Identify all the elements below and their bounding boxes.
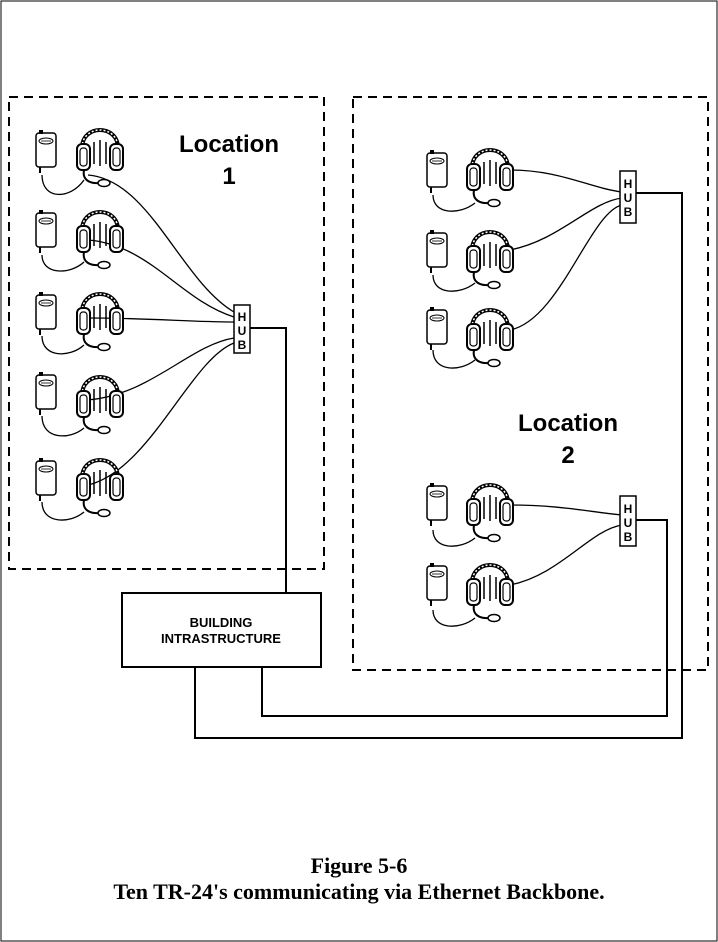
beltpack-icon (426, 562, 448, 607)
hub-letter-h: H (624, 502, 633, 516)
hub-letter-b: B (238, 338, 247, 352)
location-2-station-1 (426, 148, 515, 209)
location-1-station-4 (35, 371, 125, 436)
building-label-line1: BUILDING (190, 615, 253, 630)
location-2-station-4 (426, 482, 515, 544)
beltpack-icon (426, 149, 448, 194)
hub-letter-u: U (624, 191, 633, 205)
hub-1-backbone-cable (250, 327, 287, 593)
headset-icon (75, 375, 125, 436)
location-2-lower-cables (509, 504, 623, 586)
figure-caption: Ten TR-24's communicating via Ethernet B… (113, 879, 605, 904)
headset-icon (465, 230, 515, 291)
location-2-upper-short-cables (432, 194, 476, 369)
headset-icon (75, 210, 125, 271)
location-2-hub-lower: H U B (619, 495, 637, 547)
beltpack-icon (35, 457, 57, 502)
headset-icon (75, 292, 125, 353)
hub-letter-b: B (624, 205, 633, 219)
beltpack-icon (35, 291, 57, 336)
location-1-station-3 (35, 291, 125, 353)
building-label-line2: INTRASTRUCTURE (161, 631, 281, 646)
beltpack-icon (426, 306, 448, 351)
hub-2-upper-backbone-cable (194, 192, 683, 739)
beltpack-icon (426, 482, 448, 527)
hub-2-lower-backbone-cable (261, 519, 668, 717)
beltpack-icon (35, 371, 57, 416)
location-1-hub: H U B (233, 304, 251, 354)
hub-letter-b: B (624, 530, 633, 544)
location-1-station-5 (35, 457, 125, 519)
location-2-hub-upper: H U B (619, 170, 637, 224)
beltpack-icon (35, 129, 57, 174)
hub-letter-u: U (238, 324, 247, 338)
location-2-label: Location (518, 410, 618, 437)
location-2-lower-short-cables (432, 529, 476, 627)
headset-icon (75, 458, 125, 519)
headset-icon (75, 128, 125, 189)
location-2-boundary (352, 96, 709, 671)
figure-number: Figure 5-6 (310, 853, 408, 878)
hub-letter-h: H (238, 310, 247, 324)
building-infrastructure-box: BUILDING INTRASTRUCTURE (121, 592, 322, 668)
headset-icon (465, 148, 515, 209)
location-1-station-1 (35, 128, 125, 189)
location-1-boundary (8, 96, 325, 570)
location-1-number: 1 (222, 163, 235, 190)
beltpack-icon (35, 209, 57, 254)
location-2-number: 2 (561, 442, 574, 469)
hub-letter-u: U (624, 516, 633, 530)
location-2-station-2 (426, 229, 515, 291)
headset-icon (465, 563, 515, 624)
hub-letter-h: H (624, 177, 633, 191)
location-1-label: Location (179, 131, 279, 158)
location-2-station-3 (426, 306, 515, 369)
location-1-station-2 (35, 209, 125, 271)
location-2-station-5 (426, 562, 515, 624)
headset-icon (465, 308, 515, 369)
headset-icon (465, 483, 515, 544)
location-2-upper-cables (509, 169, 623, 331)
location-1-short-cables (41, 174, 85, 521)
beltpack-icon (426, 229, 448, 274)
